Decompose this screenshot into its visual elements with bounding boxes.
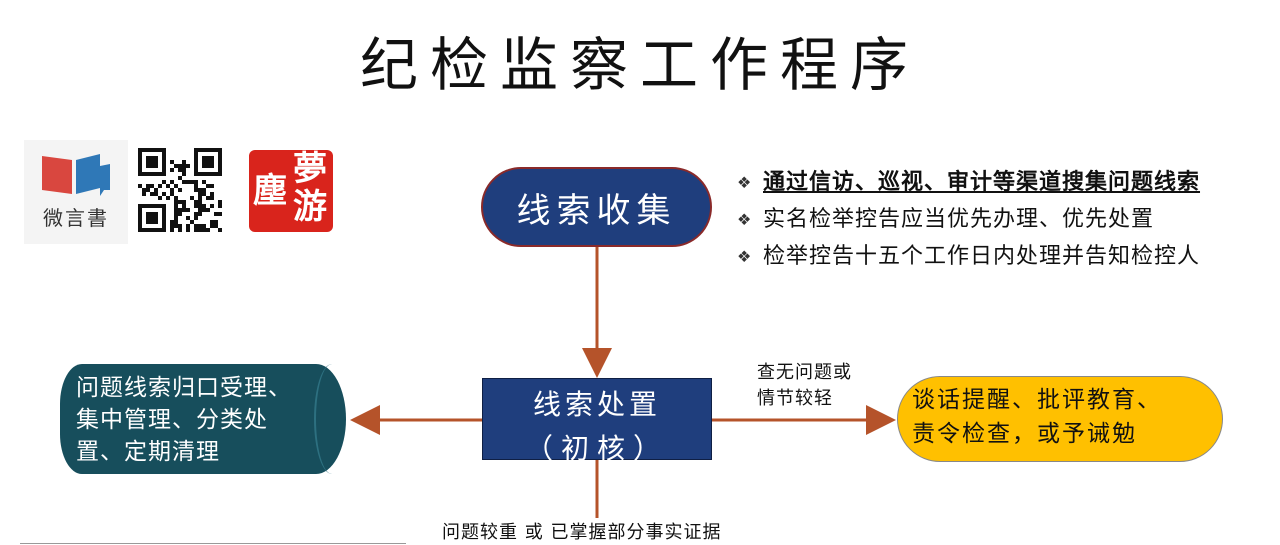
bullet-text: 检举控告十五个工作日内处理并告知检控人	[763, 244, 1201, 269]
edge-label-light-line-2: 情节较轻	[757, 388, 833, 409]
node-clue-management-line-2: 集中管理、分类处	[76, 407, 268, 433]
bullet-list: ❖ 通过信访、巡视、审计等渠道搜集问题线索 ❖ 实名检举控告应当优先办理、优先处…	[737, 164, 1200, 275]
edge-label-serious: 问题较重 或 已掌握部分事实证据	[442, 522, 722, 543]
edge-label-light-line-1: 查无问题或	[757, 362, 852, 383]
node-light-handling: 谈话提醒、批评教育、 责令检查，或予诫勉	[897, 376, 1223, 462]
bullet-text: 通过信访、巡视、审计等渠道搜集问题线索	[763, 169, 1201, 195]
seal-char-2: 塵	[253, 171, 287, 211]
diamond-bullet-icon: ❖	[737, 210, 753, 229]
cylinder-edge	[314, 364, 350, 474]
node-clue-management-line-1: 问题线索归口受理、	[76, 375, 292, 401]
book-chat-icon	[42, 154, 110, 196]
bullet-item: ❖ 检举控告十五个工作日内处理并告知检控人	[737, 238, 1200, 275]
brand-logo: 微言書	[24, 140, 128, 244]
bullet-item: ❖ 实名检举控告应当优先办理、优先处置	[737, 201, 1200, 238]
diamond-bullet-icon: ❖	[737, 173, 753, 192]
brand-name: 微言書	[43, 206, 109, 230]
node-light-handling-line-1: 谈话提醒、批评教育、	[912, 387, 1162, 413]
node-clue-management-line-3: 置、定期清理	[76, 439, 220, 465]
node-clue-disposal: 线索处置 （初核）	[482, 378, 712, 465]
node-clue-collection: 线索收集	[481, 167, 712, 247]
seal-stamp: 夢 塵 游	[249, 150, 333, 232]
bullet-item: ❖ 通过信访、巡视、审计等渠道搜集问题线索	[737, 164, 1200, 201]
qr-code-icon[interactable]	[138, 148, 222, 232]
page-title: 纪检监察工作程序	[359, 31, 920, 99]
bullet-text: 实名检举控告应当优先办理、优先处置	[763, 207, 1155, 232]
seal-char-3: 游	[293, 187, 327, 227]
node-clue-management: 问题线索归口受理、 集中管理、分类处 置、定期清理	[60, 364, 346, 474]
node-light-handling-line-2: 责令检查，或予诫勉	[912, 421, 1137, 447]
node-clue-disposal-title: 线索处置	[532, 388, 661, 421]
seal-char-1: 夢	[293, 149, 327, 189]
divider-line	[20, 543, 406, 544]
edge-label-light: 查无问题或 情节较轻	[757, 360, 852, 412]
diamond-bullet-icon: ❖	[737, 247, 753, 266]
node-clue-disposal-subtitle: （初核）	[524, 432, 669, 465]
